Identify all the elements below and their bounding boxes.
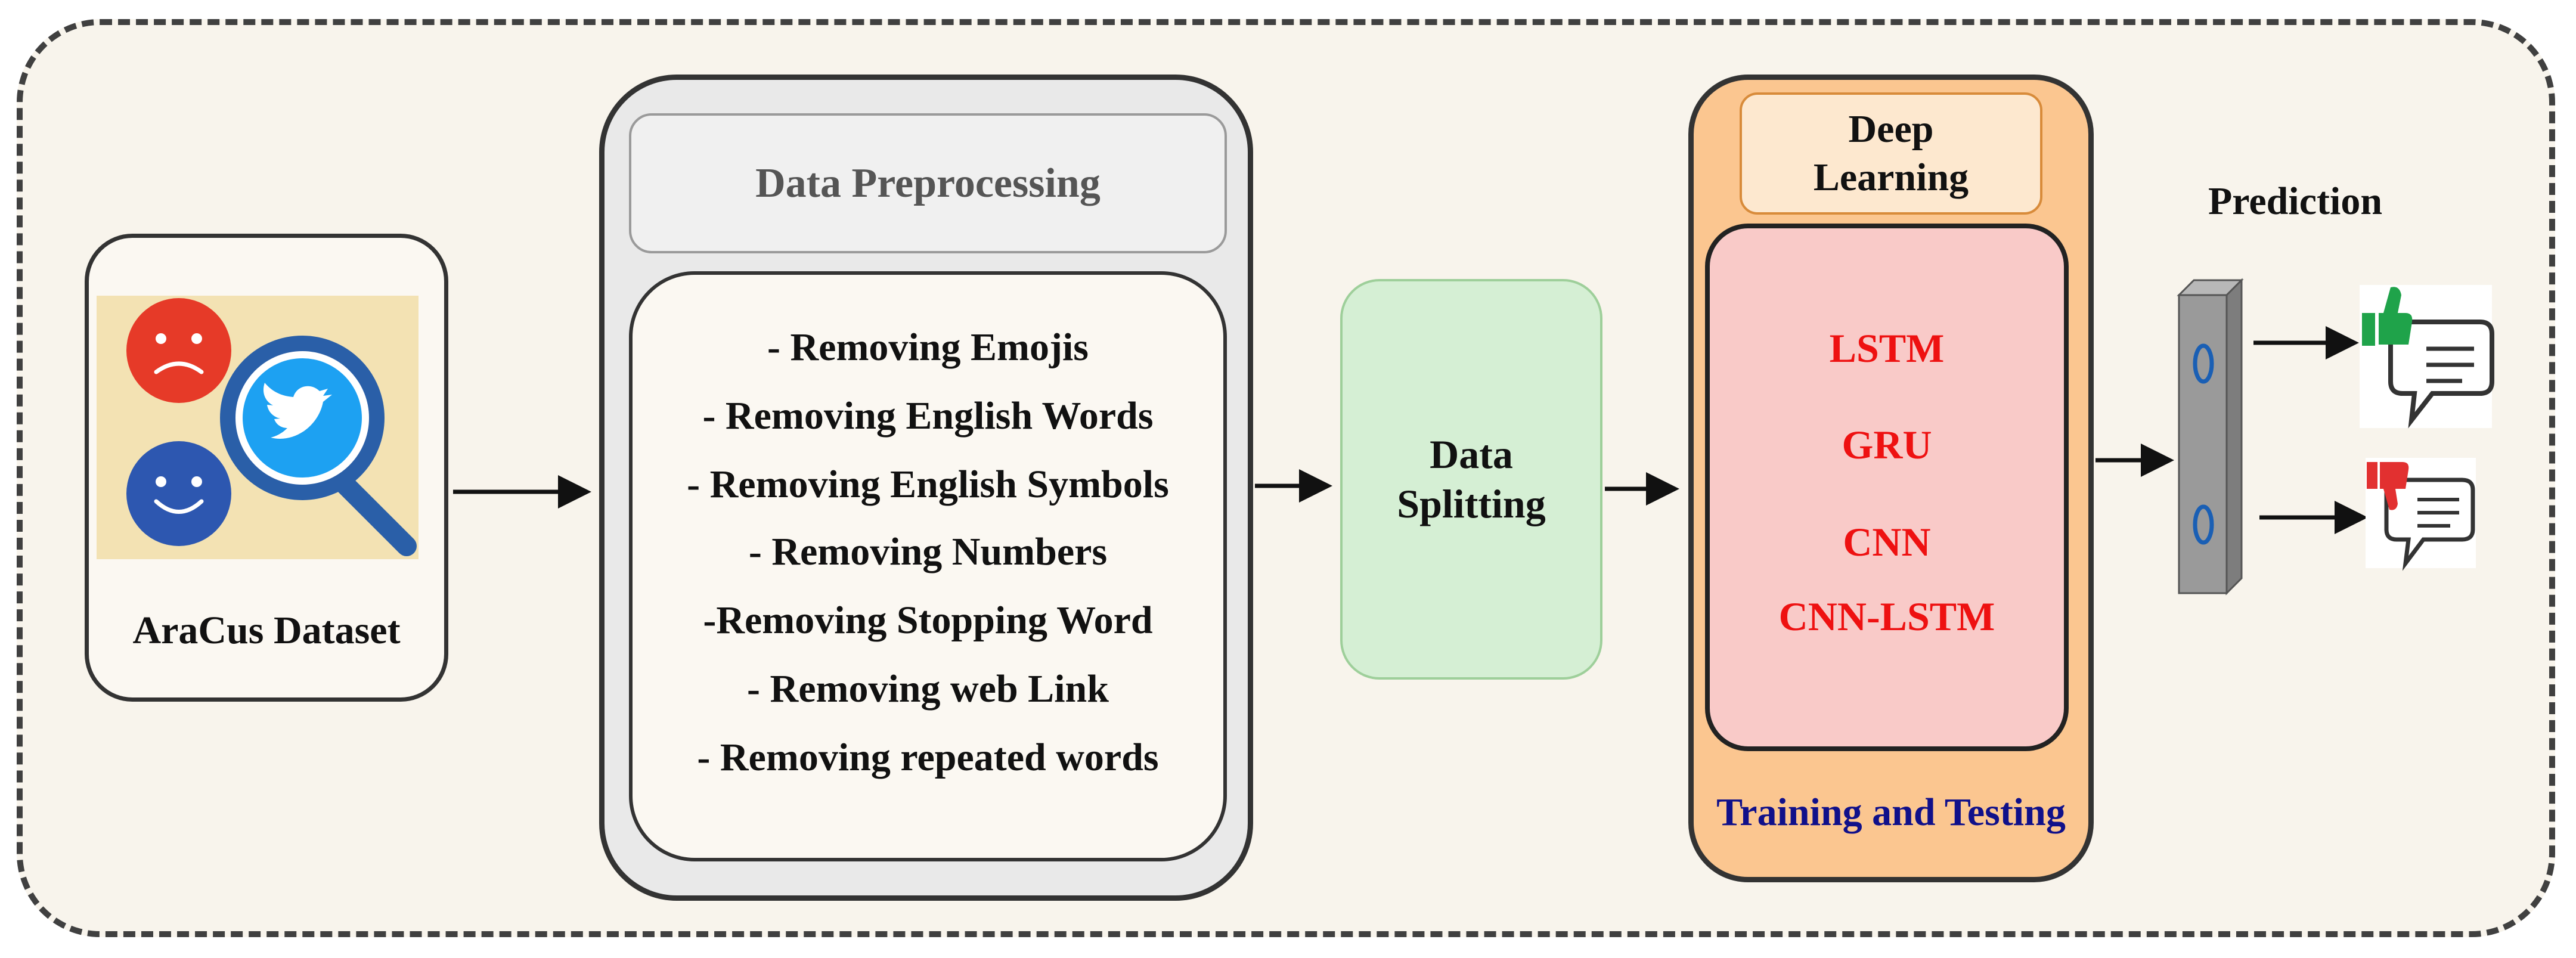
preprocessing-step: -Removing Stopping Word bbox=[703, 599, 1153, 642]
data-splitting-box: Data Splitting bbox=[1340, 279, 1602, 680]
deep-learning-title-line1: Deep bbox=[1848, 107, 1934, 151]
thumbs-up-chat-icon bbox=[2360, 285, 2494, 429]
data-splitting-label: Data Splitting bbox=[1397, 430, 1545, 529]
preprocessing-step: - Removing Numbers bbox=[748, 530, 1108, 573]
preprocessing-steps-box bbox=[629, 271, 1227, 861]
model-gru: GRU bbox=[1842, 422, 1932, 467]
model-cnn-lstm: CNN-LSTM bbox=[1778, 594, 1995, 639]
model-cnn: CNN bbox=[1843, 519, 1931, 565]
dataset-illustration bbox=[97, 296, 419, 559]
preprocessing-step: - Removing Emojis bbox=[767, 325, 1089, 369]
prediction-title: Prediction bbox=[2208, 179, 2383, 223]
model-lstm: LSTM bbox=[1829, 325, 1945, 371]
data-splitting-line1: Data bbox=[1430, 432, 1513, 478]
models-box bbox=[1705, 224, 2069, 751]
preprocessing-step: - Removing English Symbols bbox=[687, 463, 1169, 506]
thumbs-down-chat-icon bbox=[2366, 458, 2476, 571]
data-splitting-line2: Splitting bbox=[1397, 481, 1546, 526]
deep-learning-title-line2: Learning bbox=[1813, 155, 1969, 199]
preprocessing-title: Data Preprocessing bbox=[629, 113, 1227, 253]
preprocessing-step: - Removing repeated words bbox=[697, 736, 1159, 779]
magnifier-twitter-icon bbox=[220, 336, 417, 556]
preprocessing-step: - Removing English Words bbox=[702, 394, 1154, 438]
happy-face-icon bbox=[126, 441, 231, 546]
output-layer bbox=[2177, 278, 2244, 596]
deep-learning-title: Deep Learning bbox=[1740, 92, 2042, 215]
sad-face-icon bbox=[126, 298, 231, 403]
dataset-label: AraCus Dataset bbox=[132, 609, 401, 652]
training-testing-label: Training and Testing bbox=[1716, 790, 2066, 834]
preprocessing-step: - Removing web Link bbox=[747, 667, 1109, 711]
